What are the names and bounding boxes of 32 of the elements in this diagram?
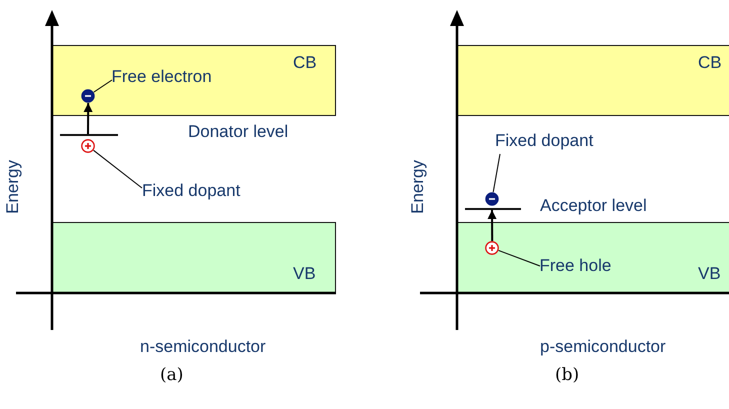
leader-line	[492, 154, 500, 193]
electron-symbol	[485, 192, 499, 206]
hole-symbol	[484, 240, 498, 254]
annotation-text: Fixed dopant	[142, 180, 277, 204]
axis-title: Energy	[407, 160, 428, 214]
band-label: CB	[293, 52, 317, 74]
leader-line	[93, 80, 112, 93]
band-label: VB	[698, 263, 721, 285]
annotation-text: Fixed dopant	[495, 130, 625, 154]
transition-arrow	[488, 210, 497, 241]
panel-caption: (a)	[160, 364, 184, 386]
panel-caption: n-semiconductor	[140, 336, 266, 358]
conduction-band	[457, 45, 729, 116]
ion-symbol	[81, 139, 95, 153]
valence-band	[457, 222, 729, 294]
energy-level-line	[60, 134, 118, 136]
panel-caption: (b)	[555, 364, 580, 386]
band-label: CB	[698, 52, 722, 74]
level-label: Donator level	[188, 121, 288, 143]
level-label: Acceptor level	[540, 195, 647, 217]
band-label: VB	[293, 263, 316, 285]
annotation-text: Free hole	[540, 254, 640, 278]
energy-level-line	[465, 208, 521, 210]
valence-band	[52, 222, 336, 294]
axis-title: Energy	[2, 160, 23, 214]
conduction-band	[52, 45, 336, 116]
leader-line	[93, 150, 142, 188]
transition-arrow	[84, 103, 93, 134]
annotation-text: Free electron	[112, 66, 242, 88]
panel-caption: p-semiconductor	[540, 336, 666, 358]
electron-symbol	[80, 88, 94, 102]
leader-line	[498, 250, 540, 266]
